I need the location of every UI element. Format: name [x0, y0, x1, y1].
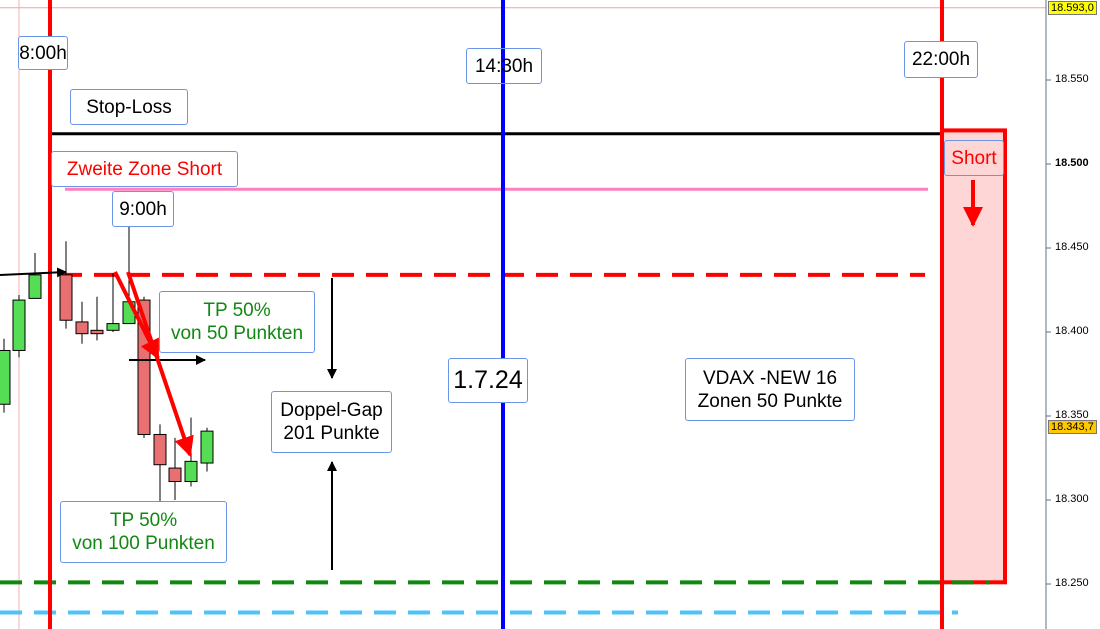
candle-up — [12, 299, 26, 351]
high-price-tag: 18.593,0 — [1048, 0, 1097, 15]
axis-tick-label: 18.250 — [1055, 577, 1089, 589]
candle-up — [184, 460, 198, 483]
label-time-2200: 22:00h — [904, 41, 978, 78]
current-price-tag: 18.343,7 — [1048, 419, 1097, 434]
axis-tick-label: 18.300 — [1055, 493, 1089, 505]
candle-up — [200, 430, 214, 464]
candle-down — [75, 321, 89, 335]
label-tp-50-points: TP 50%von 50 Punkten — [159, 291, 315, 353]
label-text: VDAX -NEW 16 — [702, 367, 838, 389]
label-text: 14:30h — [474, 55, 534, 77]
label-text: von 100 Punkten — [72, 533, 215, 554]
candle-down — [90, 329, 104, 335]
candle-up — [106, 323, 120, 331]
candle-up — [0, 349, 11, 405]
label-text: Doppel-Gap — [280, 400, 383, 421]
label-text: Short — [951, 147, 997, 169]
candle-down — [168, 467, 182, 483]
axis-tick-label: 18.500 — [1055, 157, 1089, 169]
label-time-900: 9:00h — [112, 191, 174, 227]
label-text: Zonen 50 Punkte — [697, 390, 843, 412]
label-text: TP 50% — [109, 510, 178, 531]
label-text: 201 Punkte — [283, 423, 380, 444]
label-text: 1.7.24 — [453, 366, 523, 394]
short-arrow-2-icon — [126, 271, 194, 457]
axis-tick-label: 18.350 — [1055, 409, 1089, 421]
label-text: TP 50% — [203, 300, 271, 321]
candle-up — [28, 274, 42, 299]
label-text: Zweite Zone Short — [66, 158, 223, 180]
label-text: 22:00h — [911, 49, 971, 70]
label-stop-loss: Stop-Loss — [70, 89, 188, 125]
label-text: von 50 Punkten — [170, 323, 304, 344]
axis-tick-label: 18.450 — [1055, 241, 1089, 253]
label-short: Short — [944, 140, 1004, 176]
entry-arrow-icon — [0, 267, 67, 278]
label-zweite-zone-short: Zweite Zone Short — [51, 151, 238, 187]
label-text: 8:00h — [19, 42, 67, 64]
candle-down — [153, 433, 167, 466]
label-tp-100-points: TP 50%von 100 Punkten — [60, 501, 227, 563]
label-date: 1.7.24 — [448, 358, 528, 403]
axis-tick-label: 18.550 — [1055, 73, 1089, 85]
axis-tick-label: 18.400 — [1055, 325, 1089, 337]
candle-down — [59, 274, 73, 321]
label-time-800: 8:00h — [18, 36, 68, 70]
label-text: Stop-Loss — [86, 96, 172, 118]
label-time-1430: 14:30h — [466, 48, 542, 84]
label-text: 9:00h — [119, 198, 167, 220]
